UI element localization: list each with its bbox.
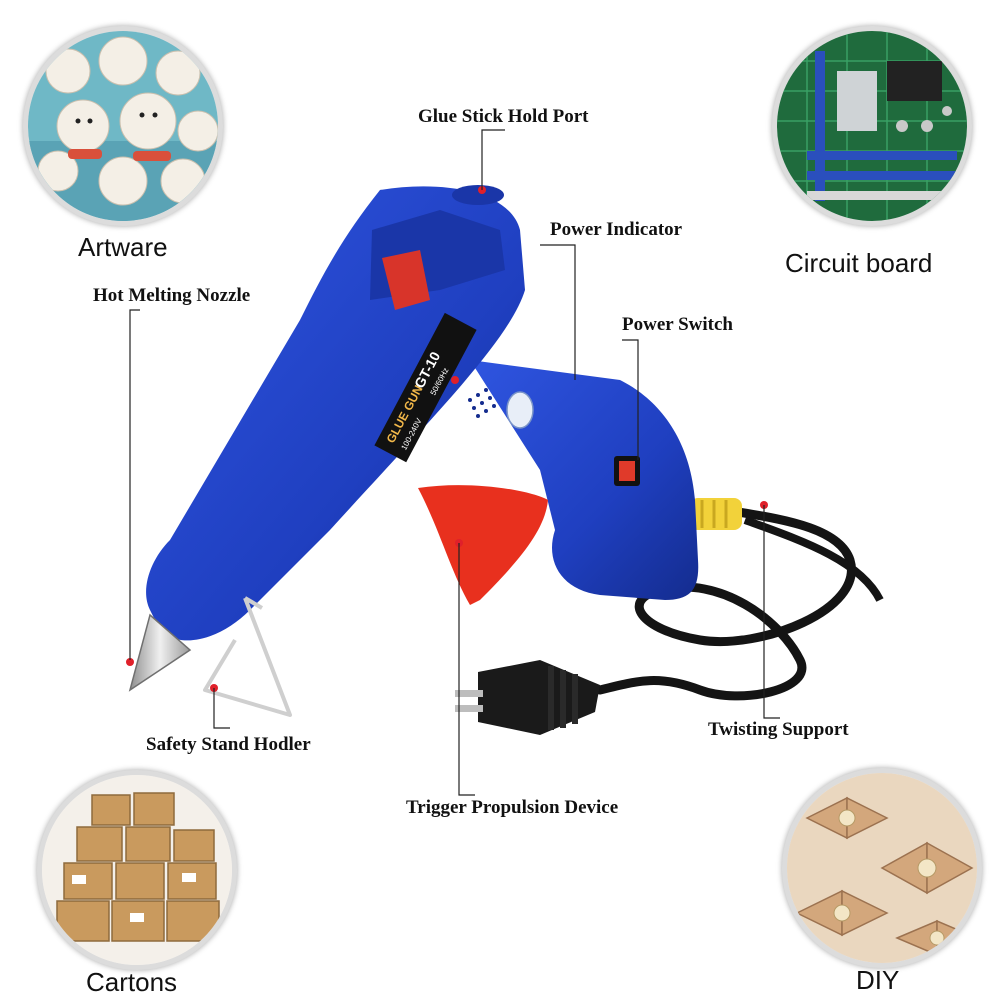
circuit-board-thumbnail — [772, 26, 972, 226]
power-indicator-light — [451, 376, 459, 384]
gun-barrel — [146, 186, 525, 641]
nozzle — [128, 613, 192, 692]
leader-lines — [129, 129, 780, 796]
label-hot-melting-nozzle: Hot Melting Nozzle — [93, 285, 251, 306]
cartons-thumbnail — [37, 770, 237, 970]
trigger — [418, 485, 548, 605]
cartons-caption: Cartons — [86, 967, 178, 997]
label-power-switch: Power Switch — [622, 314, 733, 335]
cable-sleeve — [690, 498, 742, 530]
label-trigger-propulsion-device: Trigger Propulsion Device — [406, 797, 619, 818]
power-plug — [455, 660, 600, 735]
wattage-badge — [506, 391, 534, 429]
label-safety-stand-holder: Safety Stand Hodler — [146, 734, 311, 755]
diy-thumbnail — [782, 768, 982, 968]
glue-stick — [382, 250, 430, 310]
artware-caption: Artware — [78, 232, 168, 262]
diy-caption: DIY — [856, 965, 900, 995]
power-switch-button — [614, 456, 640, 486]
safety-stand — [203, 596, 292, 717]
vent-grille — [468, 388, 496, 418]
label-twisting-support: Twisting Support — [708, 719, 849, 740]
circuit-board-caption: Circuit board — [785, 248, 933, 278]
label-glue-stick-hold-port: Glue Stick Hold Port — [418, 106, 589, 127]
label-power-indicator: Power Indicator — [550, 219, 683, 240]
